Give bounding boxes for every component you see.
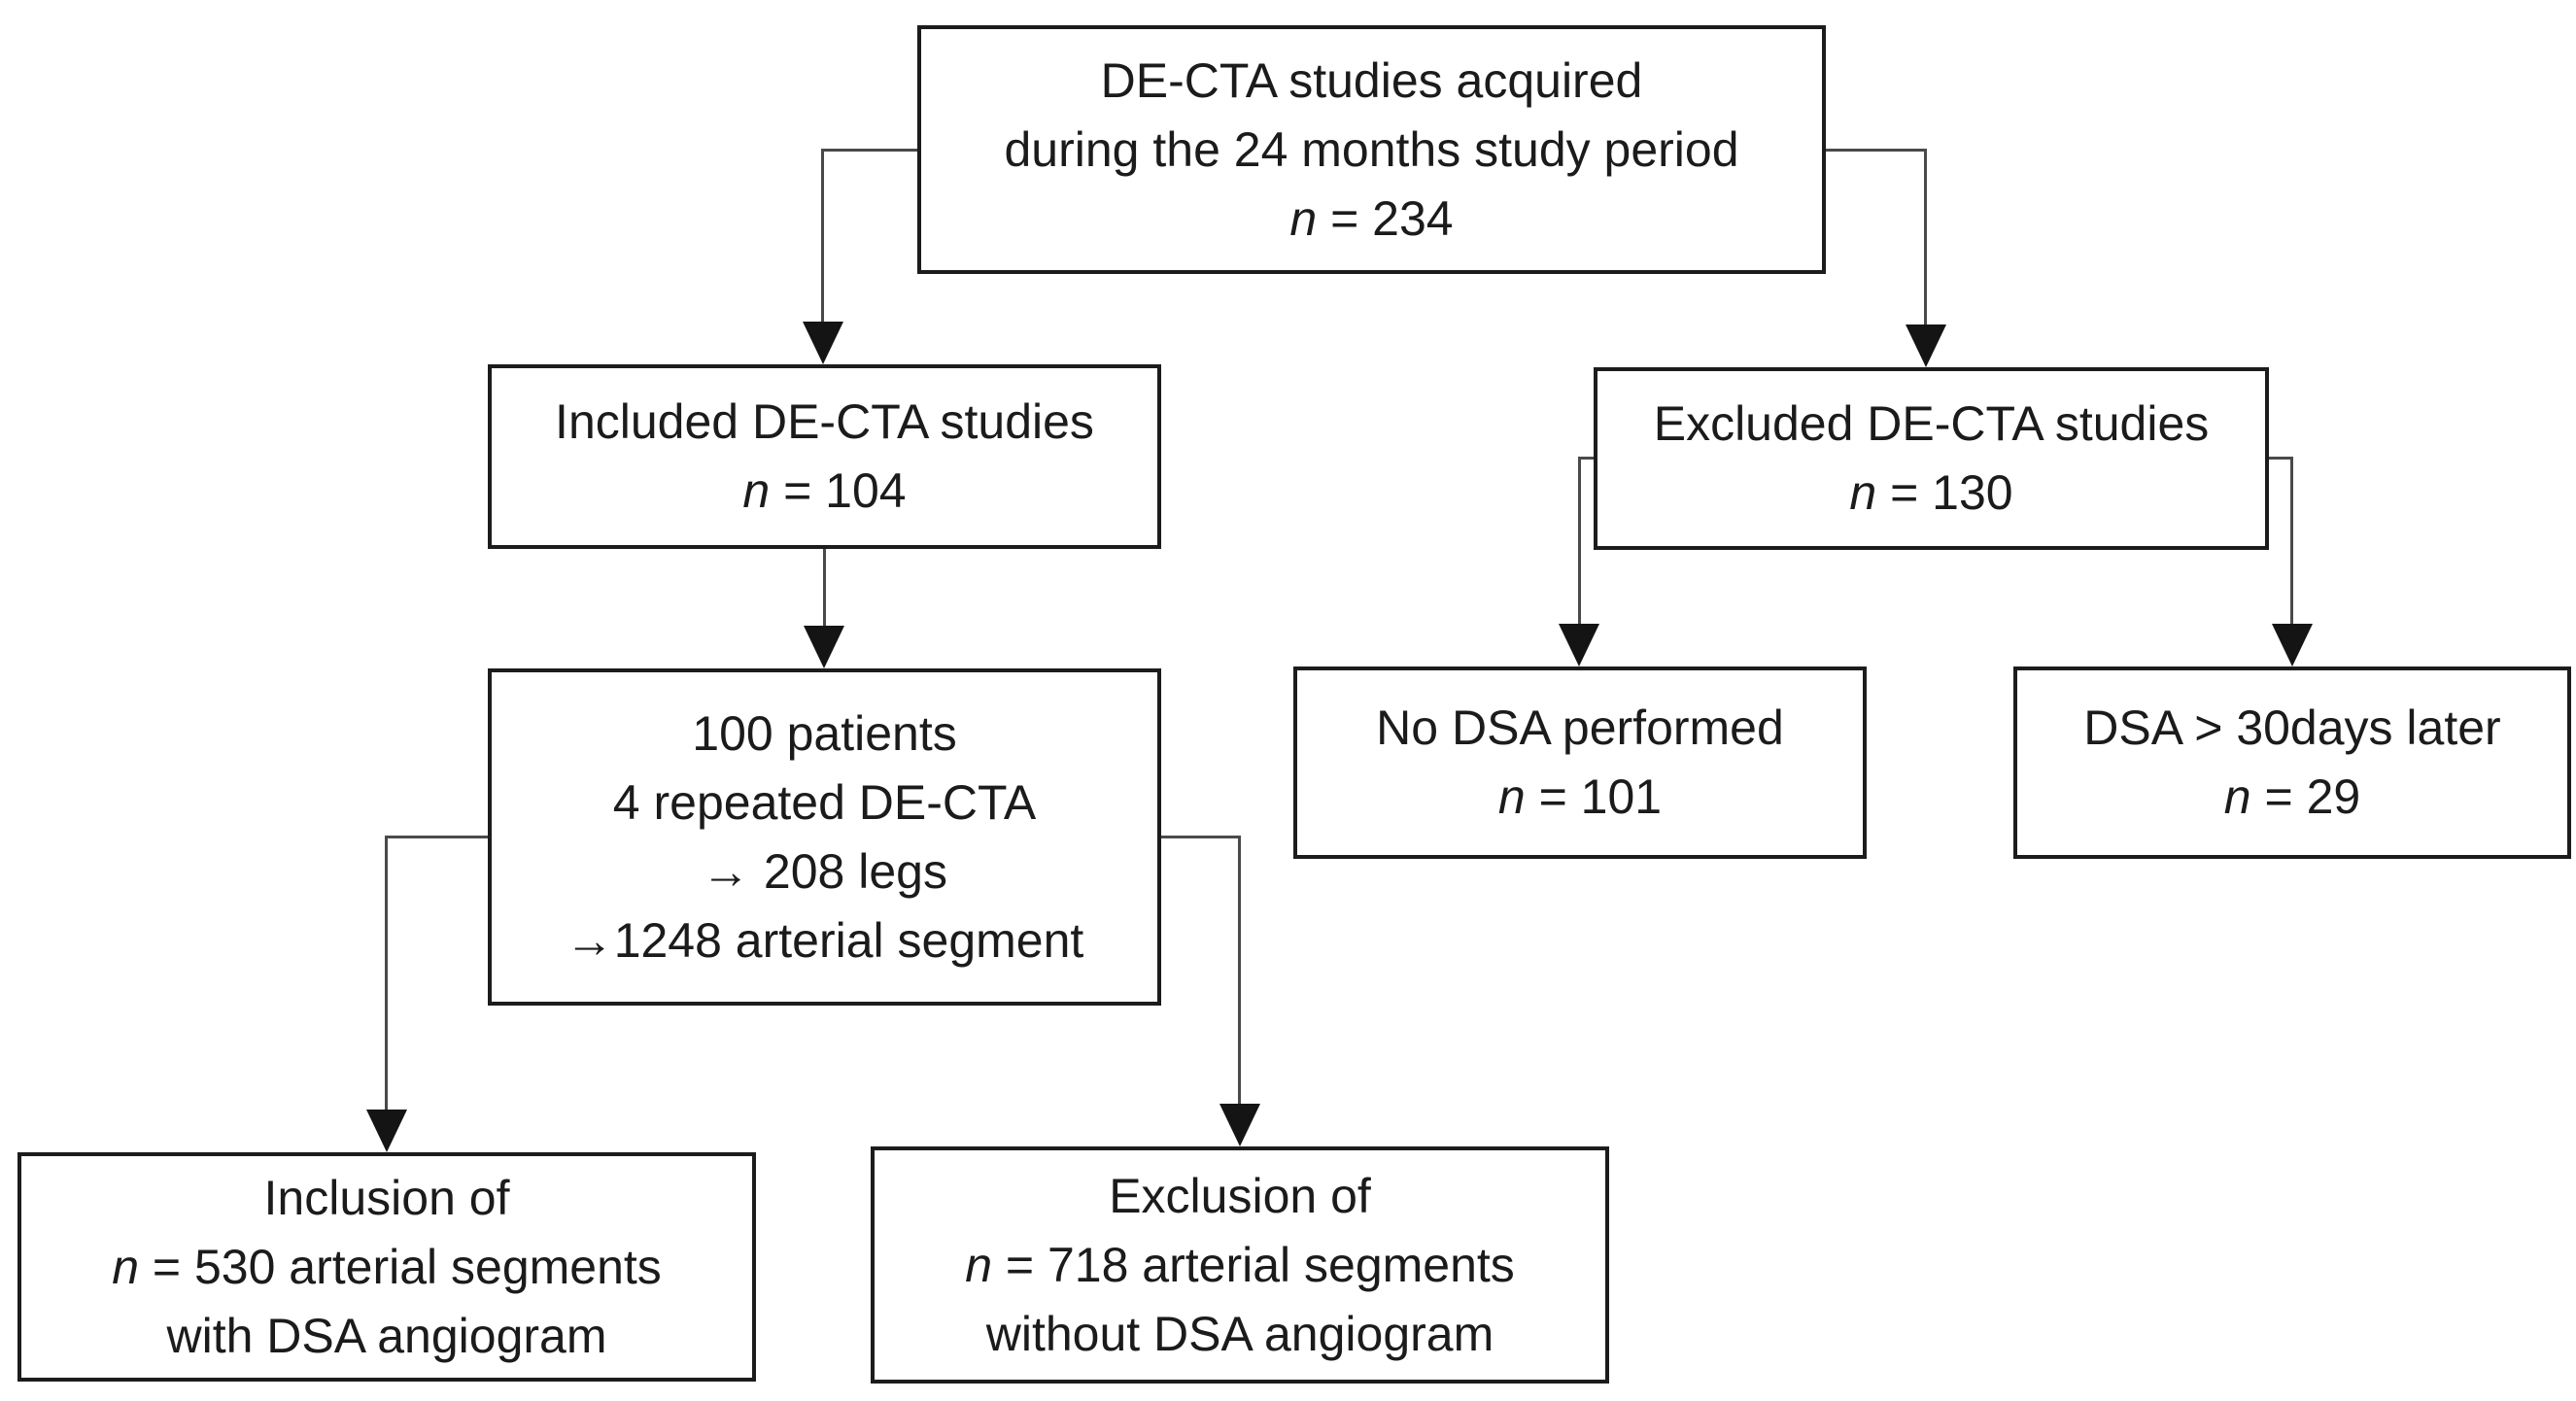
connector-patients-to-inclusion-vertical (385, 836, 388, 1113)
connector-patients-to-exclusion-vertical (1238, 836, 1241, 1108)
arrowhead-into-included (803, 322, 843, 364)
node-inclusion-segments: Inclusion of n = 530 arterial segments w… (17, 1152, 756, 1382)
n-symbol: n (1289, 190, 1318, 246)
node-exclusion-line: Exclusion of (1109, 1168, 1371, 1223)
node-dsa-later-count: n = 29 (2224, 763, 2360, 832)
connector-excluded-to-no-dsa-vertical (1578, 457, 1581, 628)
node-excluded-line: Excluded DE-CTA studies (1653, 396, 2210, 451)
node-exclusion-line: without DSA angiogram (985, 1306, 1494, 1361)
node-acquired-count: n = 234 (1289, 185, 1453, 254)
node-included-studies: Included DE-CTA studies n = 104 (488, 364, 1161, 549)
node-excluded-count: n = 130 (1849, 459, 2012, 528)
connector-patients-to-inclusion-horizontal (387, 836, 488, 838)
arrowhead-into-inclusion (366, 1110, 407, 1152)
connector-excluded-to-no-dsa-horizontal (1578, 457, 1594, 460)
connector-excluded-to-dsa-later-vertical (2290, 457, 2293, 628)
node-dsa-30days-later: DSA > 30days later n = 29 (2013, 666, 2571, 859)
n-value: = 718 arterial segments (992, 1237, 1515, 1292)
node-acquired-line: during the 24 months study period (1004, 121, 1739, 177)
node-acquired-line: DE-CTA studies acquired (1100, 52, 1643, 108)
n-value: = 101 (1525, 769, 1663, 824)
node-patients: 100 patients 4 repeated DE-CTA → 208 leg… (488, 668, 1161, 1006)
n-symbol: n (112, 1239, 139, 1294)
node-exclusion-segments: Exclusion of n = 718 arterial segments w… (871, 1146, 1609, 1384)
n-symbol: n (2223, 769, 2251, 824)
n-symbol: n (1497, 769, 1526, 824)
n-value: = 130 (1876, 465, 2013, 520)
n-symbol: n (1849, 465, 1877, 520)
connector-acquired-to-included-horizontal (821, 149, 920, 152)
node-patients-line: →1248 arterial segment (565, 912, 1084, 968)
arrowhead-into-dsa-later (2272, 624, 2313, 666)
node-no-dsa-line: No DSA performed (1376, 700, 1784, 755)
node-no-dsa-performed: No DSA performed n = 101 (1293, 666, 1867, 859)
node-inclusion-count: n = 530 arterial segments (112, 1233, 662, 1302)
n-symbol: n (742, 463, 771, 518)
n-symbol: n (965, 1237, 992, 1292)
connector-excluded-to-dsa-later-horizontal (2269, 457, 2293, 460)
arrowhead-into-patients (804, 626, 844, 668)
node-no-dsa-count: n = 101 (1498, 763, 1662, 832)
n-value: = 104 (770, 463, 907, 518)
node-excluded-studies: Excluded DE-CTA studies n = 130 (1594, 367, 2269, 550)
connector-acquired-to-excluded-vertical (1924, 149, 1927, 328)
arrowhead-into-no-dsa (1559, 624, 1599, 666)
node-patients-line: → 208 legs (702, 843, 947, 899)
n-value: = 530 arterial segments (139, 1239, 662, 1294)
node-inclusion-line: with DSA angiogram (166, 1308, 607, 1363)
node-inclusion-line: Inclusion of (263, 1170, 510, 1225)
connector-acquired-to-excluded-horizontal (1823, 149, 1927, 152)
node-patients-line: 4 repeated DE-CTA (612, 774, 1037, 830)
connector-included-to-patients-vertical (823, 549, 826, 630)
node-included-count: n = 104 (742, 457, 906, 526)
node-patients-line: 100 patients (692, 705, 957, 761)
n-value: = 234 (1317, 190, 1454, 246)
node-dsa-later-line: DSA > 30days later (2083, 700, 2501, 755)
arrowhead-into-exclusion (1219, 1104, 1260, 1146)
node-exclusion-count: n = 718 arterial segments (965, 1231, 1515, 1300)
n-value: = 29 (2250, 769, 2361, 824)
node-included-line: Included DE-CTA studies (555, 394, 1094, 449)
node-acquired-studies: DE-CTA studies acquired during the 24 mo… (917, 25, 1826, 274)
connector-acquired-to-included-vertical (821, 149, 824, 328)
connector-patients-to-exclusion-horizontal (1161, 836, 1241, 838)
arrowhead-into-excluded (1906, 325, 1946, 367)
